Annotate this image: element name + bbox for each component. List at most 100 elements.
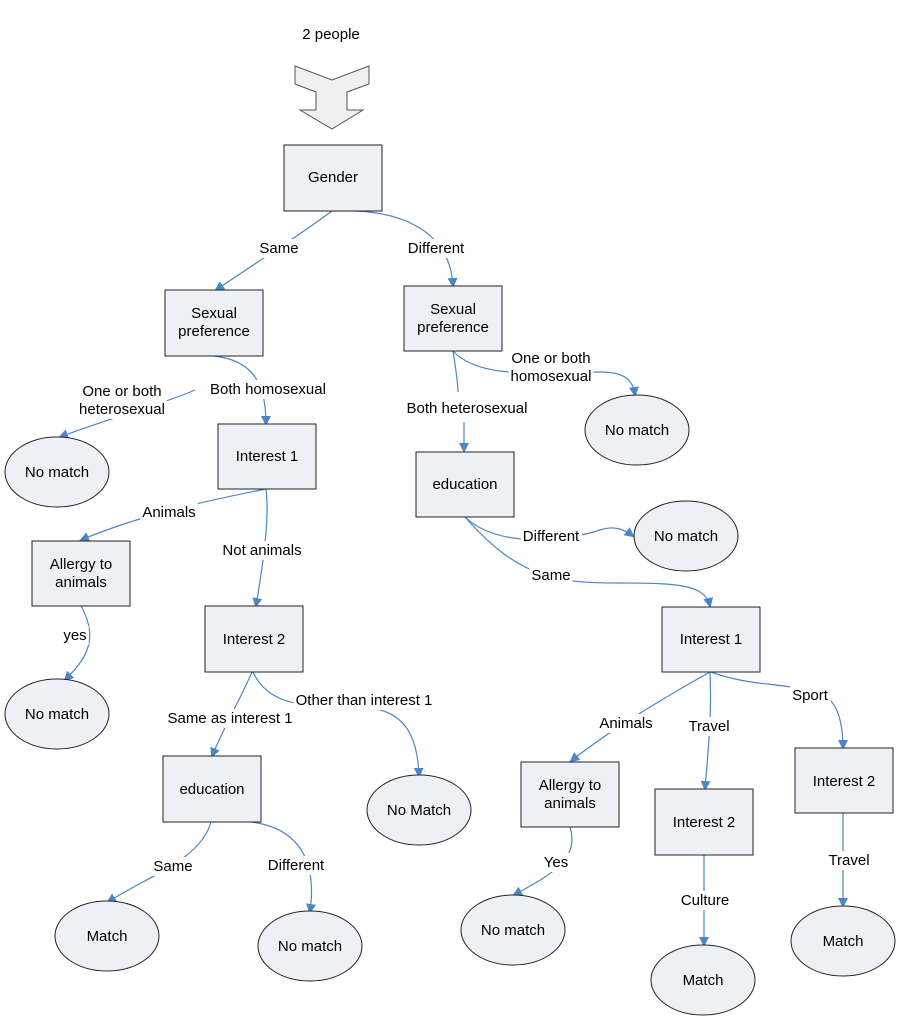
node-allergy-right-label-line-2: animals: [544, 795, 596, 812]
node-no-match-7-label: No match: [481, 922, 545, 939]
edge-label-one-or-both-heterosexual-line-1: One or both: [82, 383, 161, 400]
node-match-3: Match: [790, 905, 896, 977]
edge-label-travel: Travel: [688, 718, 729, 735]
edge-sp-right-hetero: [452, 350, 459, 393]
edge-label-background: [405, 239, 468, 258]
edge-label-yes-left: yes: [63, 627, 86, 644]
edge-label-background: [61, 626, 89, 645]
node-allergy-right-label-line-1: Allergy to: [539, 777, 602, 794]
node-interest2-mid: Interest 2: [654, 788, 754, 856]
edge-label-edu-left-different: Different: [268, 857, 325, 874]
node-sexual-preference-left-label-line-1: Sexual: [191, 305, 237, 322]
edge-label-one-or-both-heterosexual-line-2: heterosexual: [79, 401, 165, 418]
edge-label-edu-left-same: Same: [153, 858, 192, 875]
node-gender-label: Gender: [308, 169, 358, 186]
node-interest2-left-label: Interest 2: [223, 631, 286, 648]
edge-label-both-homosexual: Both homosexual: [210, 381, 326, 398]
node-interest2-far-label: Interest 2: [813, 773, 876, 790]
start-label: 2 people: [302, 26, 360, 43]
edge-label-background: [77, 382, 167, 419]
edge-label-background: [790, 686, 831, 705]
node-no-match-6: No match: [257, 910, 363, 982]
node-match-2-label: Match: [683, 972, 724, 989]
edge-label-background: [257, 239, 301, 258]
edge-label-background: [686, 717, 732, 736]
edge-edu-right-different: [464, 516, 635, 541]
node-education-left-label: education: [179, 781, 244, 798]
node-no-match-7: No match: [460, 894, 566, 966]
edge-label-background: [541, 853, 571, 872]
node-allergy-left-label-line-1: Allergy to: [50, 556, 113, 573]
edge-label-background: [220, 541, 304, 560]
edge-sp-left-homo: [213, 355, 271, 426]
edge-label-background: [208, 380, 328, 399]
edge-label-background: [165, 709, 295, 728]
node-match-3-label: Match: [823, 933, 864, 950]
edge-label-sport: Sport: [792, 687, 829, 704]
node-no-match-1: No match: [4, 436, 110, 508]
node-no-match-1-label: No match: [25, 464, 89, 481]
node-no-match-2: No match: [584, 394, 690, 466]
edge-label-background: [520, 527, 583, 546]
node-no-match-4: No match: [4, 678, 110, 750]
edge-label-one-or-both-homosexual-line-2: homosexual: [511, 368, 592, 385]
node-no-match-5: No Match: [366, 774, 472, 846]
node-no-match-3-label: No match: [654, 528, 718, 545]
edge-label-background: [597, 714, 655, 733]
node-no-match-6-label: No match: [278, 938, 342, 955]
edge-label-one-or-both-homosexual-line-1: One or both: [511, 350, 590, 367]
edge-label-animals-right: Animals: [599, 715, 652, 732]
edge-label-travel-2: Travel: [828, 852, 869, 869]
edge-label-both-heterosexual: Both heterosexual: [407, 400, 528, 417]
edge-label-background: [404, 399, 530, 418]
node-interest1-right: Interest 1: [661, 606, 761, 673]
edge-label-background: [293, 691, 435, 710]
edge-label-background: [140, 503, 198, 522]
node-sexual-preference-left-label-line-2: preference: [178, 323, 250, 340]
node-sexual-preference-right-label-line-1: Sexual: [430, 301, 476, 318]
edge-label-background: [151, 857, 195, 876]
edge-label-culture: Culture: [681, 892, 729, 909]
edge-label-yes-right: Yes: [544, 854, 568, 871]
edge-label-edu-right-same: Same: [531, 567, 570, 584]
edge-label-same: Same: [259, 240, 298, 257]
edge-label-background: [265, 856, 328, 875]
node-education-right-label: education: [432, 476, 497, 493]
edge-label-same-as-interest1: Same as interest 1: [167, 710, 292, 727]
node-gender: Gender: [283, 144, 383, 212]
node-interest2-mid-label: Interest 2: [673, 814, 736, 831]
edge-label-background: [508, 349, 594, 386]
edge-label-background: [826, 851, 872, 870]
edge-interest1-right-sport: [710, 671, 848, 750]
edge-edu-right-same: [464, 516, 714, 608]
node-education-right: education: [415, 451, 515, 518]
node-interest2-far: Interest 2: [794, 747, 894, 814]
node-interest1-right-label: Interest 1: [680, 631, 743, 648]
node-no-match-2-label: No match: [605, 422, 669, 439]
edge-label-edu-right-different: Different: [523, 528, 580, 545]
edge-label-not-animals: Not animals: [222, 542, 301, 559]
node-match-1-label: Match: [87, 928, 128, 945]
node-match-1: Match: [54, 900, 160, 972]
start-arrow-shape: [294, 65, 370, 130]
node-no-match-5-label: No Match: [387, 802, 451, 819]
node-interest1-left-label: Interest 1: [236, 448, 299, 465]
node-interest2-left: Interest 2: [204, 605, 304, 673]
node-interest1-left: Interest 1: [217, 423, 317, 490]
node-allergy-left-label-line-2: animals: [55, 574, 107, 591]
edge-label-background: [678, 891, 732, 910]
node-no-match-3: No match: [633, 500, 739, 572]
node-no-match-4-label: No match: [25, 706, 89, 723]
